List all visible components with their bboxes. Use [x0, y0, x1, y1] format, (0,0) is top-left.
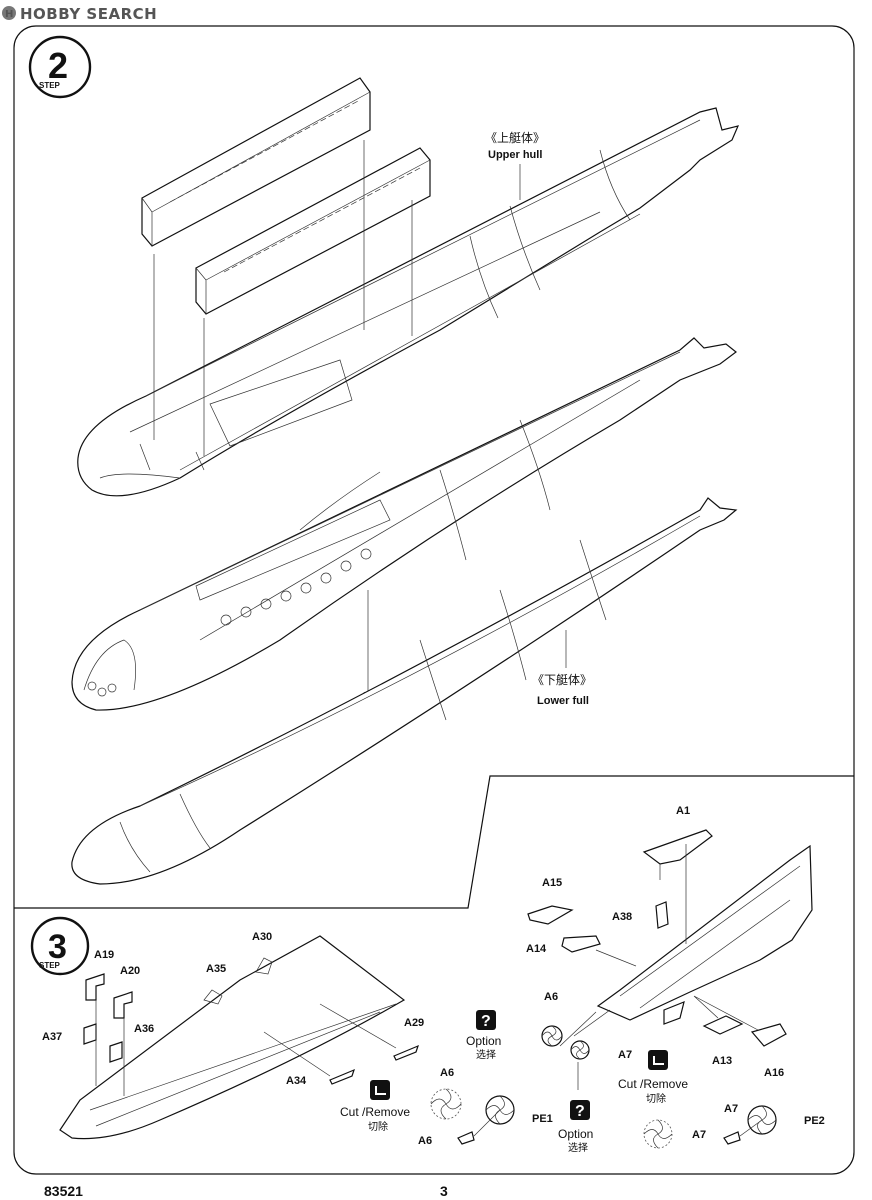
cut-cn-2: 切除 [646, 1092, 666, 1105]
lower-hull-drawing [71, 497, 738, 885]
option-cn-1: 选择 [476, 1048, 496, 1061]
part-PE1: PE1 [532, 1113, 553, 1125]
upper-hull-drawing [77, 107, 740, 497]
part-A34: A34 [286, 1075, 307, 1087]
part-A16: A16 [764, 1067, 784, 1079]
step-divider [14, 775, 854, 909]
part-A29: A29 [404, 1017, 424, 1029]
part-A7-shaft: A7 [724, 1103, 738, 1115]
upper-hull-en-label: Upper hull [488, 149, 542, 161]
part-A7-top: A7 [618, 1049, 632, 1061]
step-3-badge: 3 STEP [30, 916, 90, 976]
step3-left-hull [59, 935, 406, 1140]
propeller-a6-top [541, 1025, 563, 1047]
part-A13: A13 [712, 1055, 732, 1067]
page-frame [13, 25, 855, 1175]
page-number: 3 [440, 1183, 448, 1199]
step-3-label: STEP [39, 961, 61, 970]
part-A20: A20 [120, 965, 140, 977]
step3-rudder-assembly [527, 829, 813, 1047]
part-A19: A19 [94, 949, 114, 961]
part-A15: A15 [542, 877, 562, 889]
cut-en-1: Cut /Remove [340, 1105, 410, 1119]
option-icon-1: ? [476, 1010, 496, 1030]
logo-text: HOBBY SEARCH [20, 5, 157, 23]
part-A7-option: A7 [692, 1129, 706, 1141]
part-A37: A37 [42, 1031, 62, 1043]
option-icon-2: ? [570, 1100, 590, 1120]
hull-insert-parts [141, 77, 431, 315]
option-cn-2: 选择 [568, 1141, 588, 1154]
lower-hull-cn-label: 《下艇体》 [532, 673, 592, 687]
part-A36: A36 [134, 1023, 154, 1035]
cut-cn-1: 切除 [368, 1120, 388, 1133]
propeller-a6-cut [430, 1088, 462, 1120]
part-A30: A30 [252, 931, 272, 943]
propeller-a7-option [643, 1119, 673, 1149]
svg-text:H: H [5, 9, 14, 20]
upper-hull-cn-label: 《上艇体》 [485, 131, 545, 145]
part-A38: A38 [612, 911, 632, 923]
shaft-a7 [723, 1131, 741, 1145]
kit-code: 83521 [44, 1183, 83, 1199]
shaft-a6 [457, 1131, 475, 1145]
step3-left-small-parts [83, 973, 419, 1096]
propeller-a7-top [570, 1040, 590, 1060]
option-en-2: Option [558, 1127, 593, 1141]
svg-text:?: ? [575, 1103, 585, 1120]
step-2-badge: 2 STEP [28, 35, 92, 99]
part-A6-shaft: A6 [418, 1135, 432, 1147]
cut-icon-2 [648, 1050, 668, 1070]
step-2-label: STEP [39, 81, 61, 90]
step-3-number: 3 [48, 928, 67, 966]
step-2-number: 2 [48, 45, 68, 86]
part-A35: A35 [206, 963, 226, 975]
part-A14: A14 [526, 943, 547, 955]
svg-text:?: ? [481, 1013, 491, 1030]
cut-icon-1 [370, 1080, 390, 1100]
part-PE2: PE2 [804, 1115, 825, 1127]
lower-hull-en-label: Lower full [537, 695, 589, 707]
cut-en-2: Cut /Remove [618, 1077, 688, 1091]
part-A6-top: A6 [544, 991, 558, 1003]
part-A6-cut: A6 [440, 1067, 454, 1079]
hobby-search-logo: H HOBBY SEARCH [2, 5, 157, 23]
assembled-hull-drawing [71, 337, 737, 711]
assembly-arrows [153, 140, 413, 456]
part-A1: A1 [676, 805, 690, 817]
option-en-1: Option [466, 1034, 501, 1048]
